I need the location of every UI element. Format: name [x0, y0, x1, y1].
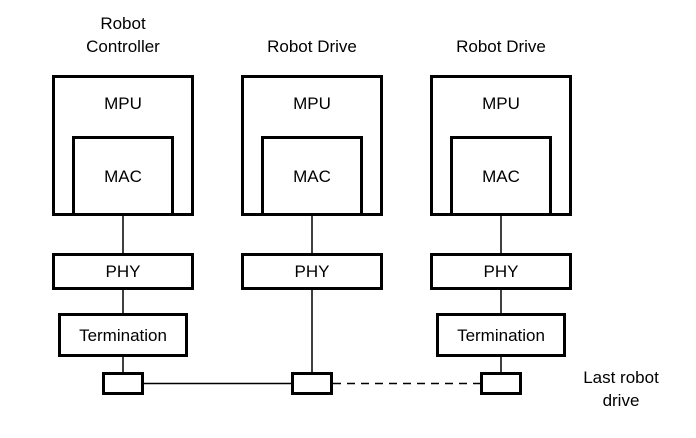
bus-connector-box-2: [291, 372, 333, 395]
phy-box-1: PHY: [52, 253, 194, 290]
mac-label-2: MAC: [293, 166, 331, 186]
bus-connector-box-1: [102, 372, 144, 395]
title-robot-controller: Robot Controller: [86, 14, 160, 56]
termination-box-1: Termination: [58, 313, 188, 357]
phy-box-2: PHY: [241, 253, 383, 290]
termination-box-3: Termination: [436, 313, 566, 357]
mpu-label-3: MPU: [482, 94, 520, 113]
title-robot-drive-2: Robot Drive: [456, 37, 546, 56]
mpu-label-2: MPU: [293, 94, 331, 113]
mac-label-3: MAC: [482, 166, 520, 186]
last-robot-drive-label: Last robot drive: [583, 368, 659, 410]
mac-box-2: MAC: [261, 136, 363, 216]
mac-label-1: MAC: [104, 166, 142, 186]
phy-label-3: PHY: [483, 262, 519, 281]
mpu-label-1: MPU: [104, 94, 142, 113]
bus-connector-box-3: [480, 372, 522, 395]
termination-label-1: Termination: [79, 325, 167, 345]
phy-label-2: PHY: [294, 262, 330, 281]
mac-box-1: MAC: [72, 136, 174, 216]
phy-label-1: PHY: [105, 262, 141, 281]
phy-box-3: PHY: [430, 253, 572, 290]
termination-label-3: Termination: [457, 325, 545, 345]
mac-box-3: MAC: [450, 136, 552, 216]
title-robot-drive-1: Robot Drive: [267, 37, 357, 56]
